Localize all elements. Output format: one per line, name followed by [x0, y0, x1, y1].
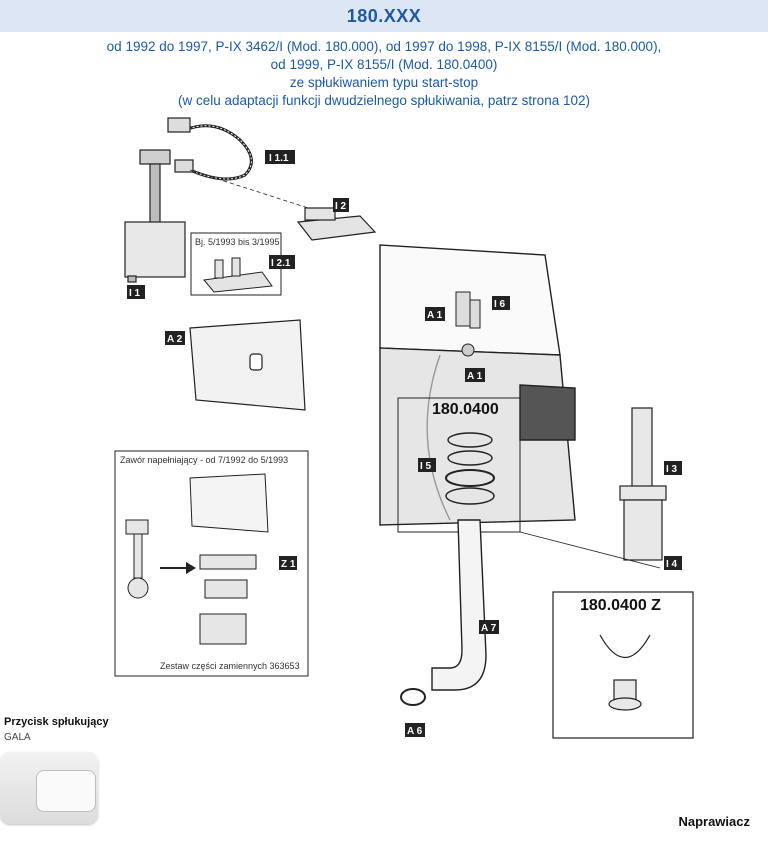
leader-line-2 [519, 531, 661, 569]
tag-a6: A 6 [405, 723, 425, 737]
tag-i2: I 2 [333, 198, 349, 212]
kit-parts [125, 473, 269, 645]
model-0400z-label: 180.0400 Z [580, 597, 661, 614]
flush-button-title: Przycisk spłukujący [4, 716, 109, 728]
flush-pipe [431, 519, 487, 691]
pipe-seal-ring [400, 688, 426, 706]
arrow-head [186, 562, 196, 574]
tag-a7: A 7 [479, 620, 499, 634]
svg-text:I 4: I 4 [666, 559, 678, 570]
tag-a1-bottom: A 1 [465, 368, 485, 382]
tag-i11: I 1.1 [265, 150, 295, 164]
subtitle-line-4: (w celu adaptacji funkcji dwudzielnego s… [178, 93, 590, 108]
svg-text:A 1: A 1 [467, 371, 483, 382]
seal-rings [445, 432, 495, 505]
subtitle-line-2: od 1999, P-IX 8155/I (Mod. 180.0400) [270, 57, 498, 72]
flush-valve-part [619, 407, 667, 561]
tag-i21: I 2.1 [269, 255, 295, 269]
subtitle-block: od 1992 do 1997, P-IX 3462/I (Mod. 180.0… [0, 38, 768, 110]
inset-clip-part [203, 257, 273, 293]
flush-button-image [36, 770, 96, 812]
tag-a1-top: A 1 [425, 307, 445, 321]
flush-mechanism [455, 291, 481, 357]
tag-i3: I 3 [664, 461, 682, 475]
svg-text:I 3: I 3 [666, 464, 678, 475]
svg-text:A 7: A 7 [481, 623, 497, 634]
tag-a2: A 2 [165, 331, 185, 345]
valve-detail [599, 634, 651, 711]
tag-i5: I 5 [418, 458, 436, 472]
svg-text:Z 1: Z 1 [281, 559, 296, 570]
tag-i4: I 4 [664, 556, 682, 570]
model-period-label: Bj. 5/1993 bis 3/1995 [195, 237, 280, 247]
subtitle-line-1: od 1992 do 1997, P-IX 3462/I (Mod. 180.0… [106, 39, 662, 54]
spare-parts-label: Zestaw części zamiennych 363653 [160, 661, 300, 671]
svg-text:I 1.1: I 1.1 [269, 153, 289, 164]
svg-text:I 1: I 1 [129, 288, 141, 299]
hose-part [167, 117, 253, 181]
svg-text:A 1: A 1 [427, 310, 443, 321]
model-0400-label: 180.0400 [432, 401, 499, 418]
svg-text:I 6: I 6 [494, 299, 506, 310]
page-title: 180.XXX [346, 5, 422, 26]
svg-text:I 2: I 2 [335, 201, 347, 212]
svg-text:A 2: A 2 [167, 334, 183, 345]
svg-text:I 5: I 5 [420, 461, 432, 472]
subtitle-line-3: ze spłukiwaniem typu start-stop [289, 75, 479, 90]
tag-i6: I 6 [492, 296, 510, 310]
detail-box-z [552, 591, 694, 739]
title-bar: 180.XXX [0, 0, 768, 32]
clip-part [296, 207, 377, 241]
footer-brand: Naprawiacz [678, 814, 750, 829]
fill-valve-part [124, 149, 186, 283]
flush-button-model: GALA [4, 732, 31, 743]
tag-i1: I 1 [127, 285, 145, 299]
tag-z1: Z 1 [279, 556, 297, 570]
mounting-plate-part [189, 319, 306, 411]
valve-box-title: Zawór napełniający - od 7/1992 do 5/1993 [120, 455, 288, 465]
svg-text:A 6: A 6 [407, 726, 423, 737]
svg-text:I 2.1: I 2.1 [271, 258, 291, 269]
cistern-body [379, 244, 576, 526]
